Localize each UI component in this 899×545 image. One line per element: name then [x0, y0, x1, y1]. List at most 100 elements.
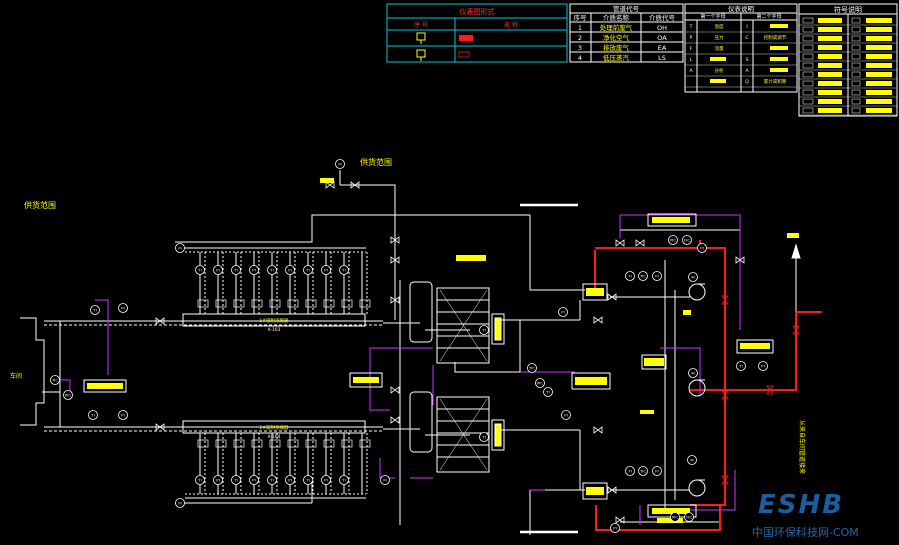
inst-desc-1: 流量 — [715, 45, 724, 52]
instrument-bubble: PI — [652, 466, 662, 476]
adsorber-1 — [409, 281, 521, 373]
symbol-label-bar — [818, 18, 842, 23]
instrument-tag: PI — [121, 306, 124, 311]
tag-boxes — [83, 178, 799, 523]
fan-lower — [688, 479, 706, 497]
instrument-tag: PI — [216, 478, 219, 483]
symbol-label-bar — [866, 36, 892, 41]
instrument-tag: M — [690, 458, 693, 463]
valve — [792, 325, 800, 335]
workshop-label: 车间 — [10, 372, 22, 380]
pipe-code-name: 排放废气 — [603, 43, 630, 52]
instrument-bubble: FI — [175, 243, 185, 253]
pipe-code-header-name: 介质名称 — [603, 13, 630, 22]
branch-damper — [215, 299, 227, 308]
signal-lines — [55, 214, 741, 525]
symbol-glyph — [851, 107, 861, 114]
instrument-bubble: FI — [380, 475, 390, 485]
symbol-label-bar — [818, 90, 842, 95]
outlet-label: 从来自车间管道接来 — [798, 420, 806, 474]
instrument-tag: TIC — [528, 366, 535, 371]
instrument-tag: TI — [341, 268, 345, 273]
valve — [155, 317, 165, 325]
inst-letter-2: Q — [745, 79, 749, 85]
instrument-bubble: M — [688, 272, 698, 282]
instrument-tag: TI — [233, 268, 237, 273]
instrument-desc-header-2: 第二个字母 — [756, 13, 781, 20]
fan-mid — [688, 379, 706, 397]
pipe-code-header-code: 介质代号 — [649, 13, 676, 22]
instrument-desc-header-1: 第一个字母 — [700, 13, 725, 20]
instrument-tag: TI — [92, 308, 96, 313]
branch-damper — [323, 299, 335, 308]
branch-damper — [305, 299, 317, 308]
valve — [721, 295, 729, 305]
instrument-tag: TI — [305, 478, 309, 483]
valve — [390, 386, 400, 394]
branch-damper — [341, 439, 353, 448]
header-1-name: 1#吸附浓缩器 — [259, 317, 289, 324]
instrument-bubble: M — [688, 368, 698, 378]
inst-desc-2: 控制或调节 — [764, 34, 787, 41]
instrument-tag: TI — [90, 413, 94, 418]
symbol-label-bar — [818, 99, 842, 104]
symbol-glyph — [802, 80, 814, 87]
instrument-tag: TI — [738, 364, 742, 369]
symbol-glyph — [802, 89, 814, 96]
instrument-bubble: TI — [267, 475, 277, 485]
instrument-tag: PI — [324, 478, 327, 483]
header-2-tag: X-104 — [267, 434, 280, 440]
instrument-bubble: TI — [88, 410, 98, 420]
instrument-form-header-name: 名 称 — [504, 21, 518, 29]
inst-letter-1: L — [690, 57, 693, 63]
instrument-tag: M — [691, 371, 694, 376]
instrument-bubble: PI — [249, 475, 259, 485]
pipe-code-name: 处理前废气 — [600, 23, 633, 32]
instrument-form-header-no: 序 号 — [414, 21, 428, 29]
symbol-label-bar — [818, 27, 842, 32]
instrument-tag: FIC — [684, 238, 690, 243]
symbol-glyph — [851, 17, 861, 24]
instrument-bubble: PI — [758, 361, 768, 371]
valve — [615, 239, 625, 247]
instrument-bubble: PIC — [668, 235, 678, 245]
instrument-bubble: PI — [697, 243, 707, 253]
branch-damper — [341, 299, 353, 308]
inst-desc-bar — [770, 57, 788, 61]
valve — [607, 486, 617, 494]
inst-desc-1: 分析 — [715, 67, 724, 74]
instrument-tag: TI — [269, 478, 273, 483]
inst-letter-2: I — [746, 24, 747, 30]
branch-damper — [323, 439, 335, 448]
instrument-bubble: TIC — [50, 375, 60, 385]
symbol-label-bar — [866, 54, 892, 59]
instrument-bubble: TI — [231, 475, 241, 485]
heater-upper — [582, 283, 608, 301]
instrument-bubble: PI — [118, 410, 128, 420]
symbol-label-bar — [866, 108, 892, 113]
instrument-tag: PIC — [537, 381, 543, 386]
symbol-glyph — [851, 80, 861, 87]
valve — [721, 475, 729, 485]
instrument-bubble: TI — [303, 265, 313, 275]
instrument-bubble: TIC — [527, 363, 537, 373]
instrument-bubble: M — [687, 455, 697, 465]
instrument-tag: PI — [655, 274, 658, 279]
symbol-glyph — [851, 71, 861, 78]
branch-damper — [305, 439, 317, 448]
instrument-tag: TI — [627, 274, 631, 279]
instrument-form-legend: 仪表图形式 序 号 名 称 — [386, 3, 568, 63]
instrument-bubble: TI — [195, 265, 205, 275]
instrument-bubble: FI — [335, 159, 345, 169]
instrument-tag: TI — [305, 268, 309, 273]
instrument-tag: TI — [545, 390, 549, 395]
branch-damper — [251, 439, 263, 448]
heater-lower — [582, 482, 608, 500]
inst-desc-bar — [770, 46, 788, 50]
inst-letter-1: A — [689, 68, 693, 74]
inst-letter-2: A — [745, 68, 749, 74]
header-2-name: 2#吸附浓缩器 — [259, 424, 289, 431]
branch-damper — [215, 439, 227, 448]
inst-letter-1: P — [690, 35, 693, 41]
symbol-glyph — [851, 98, 861, 105]
